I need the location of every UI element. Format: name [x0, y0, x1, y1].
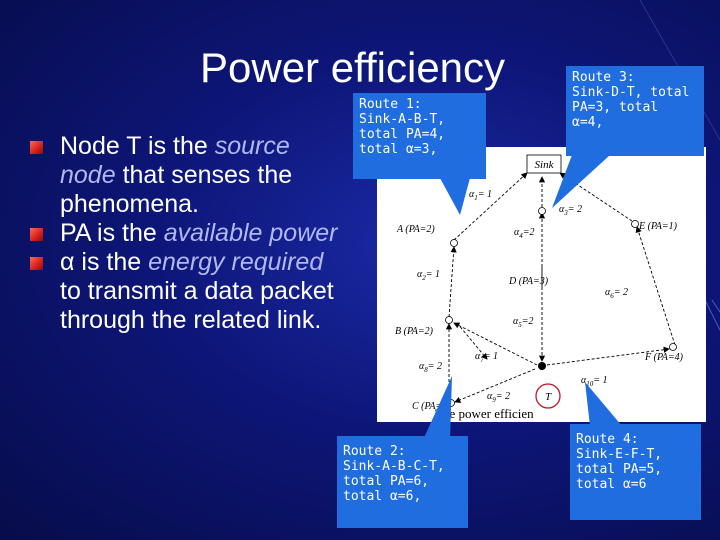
alpha-5-label: α5=2 [513, 316, 534, 329]
bullet-text: Node T is the source node that senses th… [60, 132, 292, 218]
bullet-marker [30, 257, 43, 270]
bullet-emphasis-segment: source node [60, 132, 290, 189]
bullet-marker [30, 141, 43, 154]
bullet-item: PA is the available power [30, 219, 340, 248]
route2-callout: Route 2: Sink-A-B-C-T, total PA=6, total… [337, 436, 468, 528]
node-f-label: F (PA=4) [644, 352, 684, 363]
bullet-text-segment: Node T is the [60, 132, 215, 160]
callout-line: Sink-A-B-C-T, [343, 459, 445, 474]
node-e-label: E (PA=1) [638, 221, 678, 232]
edge-t-f [546, 346, 670, 366]
network-figure: Sink A (PA=2) D (PA=3) E (PA=1) B (PA=2)… [377, 147, 706, 422]
callout-line: PA=3, total [572, 100, 659, 115]
callout-line: total α=6, [343, 489, 422, 504]
node-t [535, 383, 561, 409]
alpha-1-label: α1= 1 [469, 189, 492, 202]
node-d [538, 207, 546, 215]
alpha-8-label: α8= 2 [419, 361, 442, 374]
route4-pointer [585, 382, 622, 426]
edge-t-b [453, 322, 538, 366]
node-d-label: D (PA=3) [508, 276, 549, 287]
alpha-10-label: α10= 1 [581, 375, 608, 388]
callout-line: Sink-E-F-T, [576, 447, 663, 462]
edge-f-e [635, 226, 676, 346]
edge-weight-labels: α1= 1 α3= 2 α4=2 α2= 1 α6= 2 α5=2 α7= 1 … [417, 189, 628, 404]
node-b [445, 316, 453, 324]
callout-line: Route 2: [343, 444, 406, 459]
callout-line: Route 1: [359, 97, 422, 112]
bullet-marker [30, 228, 43, 241]
bullet-text: α is the energy required to transmit a d… [60, 248, 334, 334]
node-t-label: T [545, 391, 552, 403]
node-a-label: A (PA=2) [396, 224, 435, 235]
bullet-text: PA is the available power [60, 219, 337, 247]
node-source-dot [538, 362, 546, 370]
route3-callout: Route 3: Sink-D-T, total PA=3, total α=4… [566, 66, 704, 156]
node-e [631, 220, 639, 228]
sink-node-label: Sink [535, 159, 555, 171]
bullet-text-segment: PA is the [60, 219, 164, 247]
callout-line: total PA=4, [359, 127, 446, 142]
edge-b-a [448, 246, 457, 318]
slide-title: Power efficiency [200, 44, 506, 91]
callout-line: Route 3: [572, 70, 635, 85]
alpha-9-label: α9= 2 [487, 391, 510, 404]
node-b-label: B (PA=2) [395, 326, 434, 337]
edge-a-sink [453, 172, 528, 241]
bullet-item: Node T is the source node that senses th… [30, 132, 340, 219]
bullet-list: Node T is the source node that senses th… [30, 132, 340, 335]
edge-b-t [456, 322, 488, 360]
alpha-4-label: α4=2 [514, 227, 535, 240]
callout-line: total α=6 [576, 477, 647, 492]
bullet-item: α is the energy required to transmit a d… [30, 248, 340, 335]
alpha-2-label: α2= 1 [417, 269, 440, 282]
diagram-edges [445, 172, 676, 403]
callout-line: Sink-D-T, total [572, 85, 690, 100]
route3-pointer [552, 155, 610, 208]
node-c-label: C (PA=2) [412, 401, 451, 412]
callout-line: total α=3, [359, 142, 438, 157]
bullet-text-segment: α is the [60, 248, 149, 276]
alpha-3-label: α3= 2 [559, 204, 582, 217]
route1-callout: Route 1: Sink-A-B-T, total PA=4, total α… [353, 93, 486, 179]
bullet-emphasis-segment: energy required [148, 248, 324, 276]
alpha-6-label: α6= 2 [605, 287, 628, 300]
node-a [450, 239, 458, 247]
edge-t-c [454, 368, 536, 403]
callout-line: α=4, [572, 115, 604, 130]
figure-caption: The power efficien [435, 406, 534, 421]
callout-line: Route 4: [576, 432, 639, 447]
route2-pointer [423, 376, 452, 440]
bullet-text-segment: that senses the phenomena. [60, 161, 293, 218]
bullet-emphasis-segment: available power [163, 219, 338, 247]
route4-callout: Route 4: Sink-E-F-T, total PA=5, total α… [570, 424, 701, 520]
alpha-7-label: α7= 1 [475, 351, 498, 364]
node-f [669, 343, 677, 351]
bullet-text-segment: to transmit a data packet through the re… [60, 277, 334, 334]
callout-line: total PA=6, [343, 474, 430, 489]
callout-line: Sink-A-B-T, [359, 112, 446, 127]
callout-line: total PA=5, [576, 462, 663, 477]
route1-pointer [440, 178, 470, 215]
sink-node [526, 154, 562, 174]
